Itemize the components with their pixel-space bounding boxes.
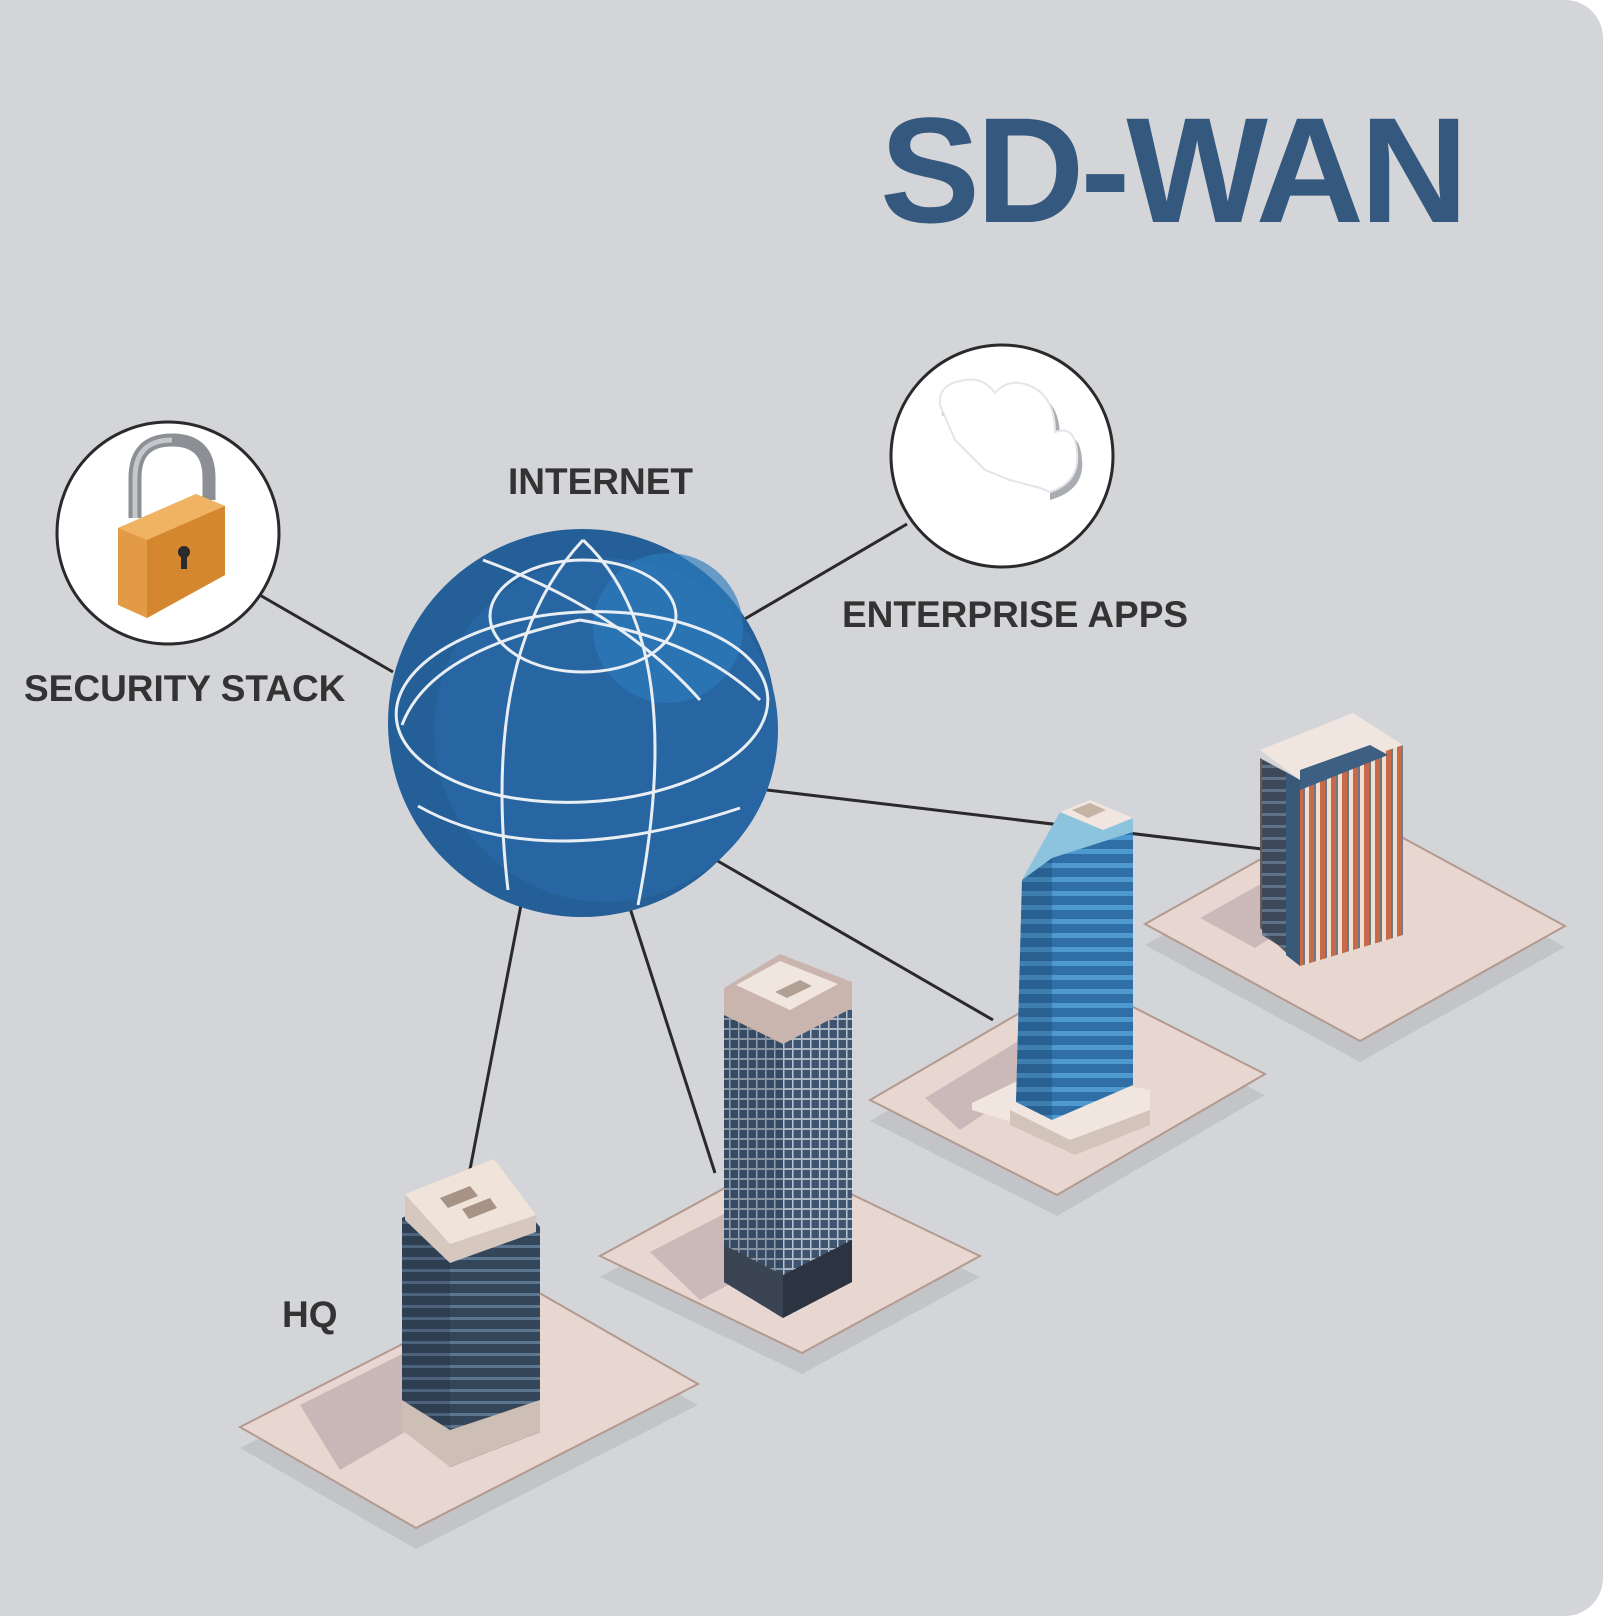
link-branch-3 <box>766 788 1263 851</box>
internet-label: INTERNET <box>508 461 693 502</box>
hq-building <box>237 1159 701 1549</box>
network-links <box>257 522 1263 1186</box>
globe-icon <box>388 529 778 917</box>
link-security-stack <box>257 592 394 674</box>
link-hq <box>465 904 523 1186</box>
branch-building-2 <box>867 800 1268 1216</box>
link-branch-2 <box>715 858 994 1022</box>
enterprise-apps-node <box>889 343 1115 569</box>
cloud-icon <box>938 378 1083 500</box>
hq-label: HQ <box>282 1294 338 1335</box>
link-enterprise-apps <box>742 522 908 622</box>
enterprise-apps-label: ENTERPRISE APPS <box>842 594 1189 635</box>
page-title: SD-WAN <box>880 86 1468 254</box>
branch-building-1 <box>597 954 983 1374</box>
branch-building-3 <box>1142 713 1568 1062</box>
link-branch-1 <box>627 904 717 1174</box>
padlock-icon <box>118 433 225 618</box>
security-stack-node <box>55 420 281 646</box>
security-stack-label: SECURITY STACK <box>24 668 346 709</box>
